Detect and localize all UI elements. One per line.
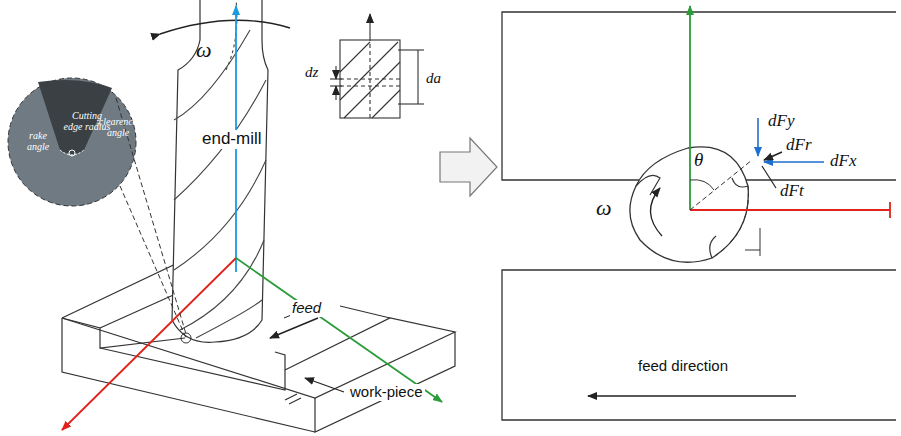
force-label: dFy (768, 112, 794, 131)
part-name: feed (290, 300, 323, 317)
zoom-label: clearence angle (96, 116, 140, 138)
force-label: dFt (780, 182, 804, 201)
part-name: end-mill (200, 130, 264, 149)
dimension-label: dz (305, 64, 318, 81)
force-label: dFx (830, 152, 856, 171)
direction-label: feed direction (636, 358, 730, 375)
angle-symbol: θ (694, 150, 703, 171)
rotation-symbol: ω (196, 38, 212, 62)
rotation-symbol: ω (596, 196, 612, 220)
zoom-label: rake angle (22, 130, 54, 152)
part-name: work-piece (348, 384, 425, 401)
force-label: dFr (786, 136, 812, 155)
dimension-label: da (426, 70, 441, 87)
